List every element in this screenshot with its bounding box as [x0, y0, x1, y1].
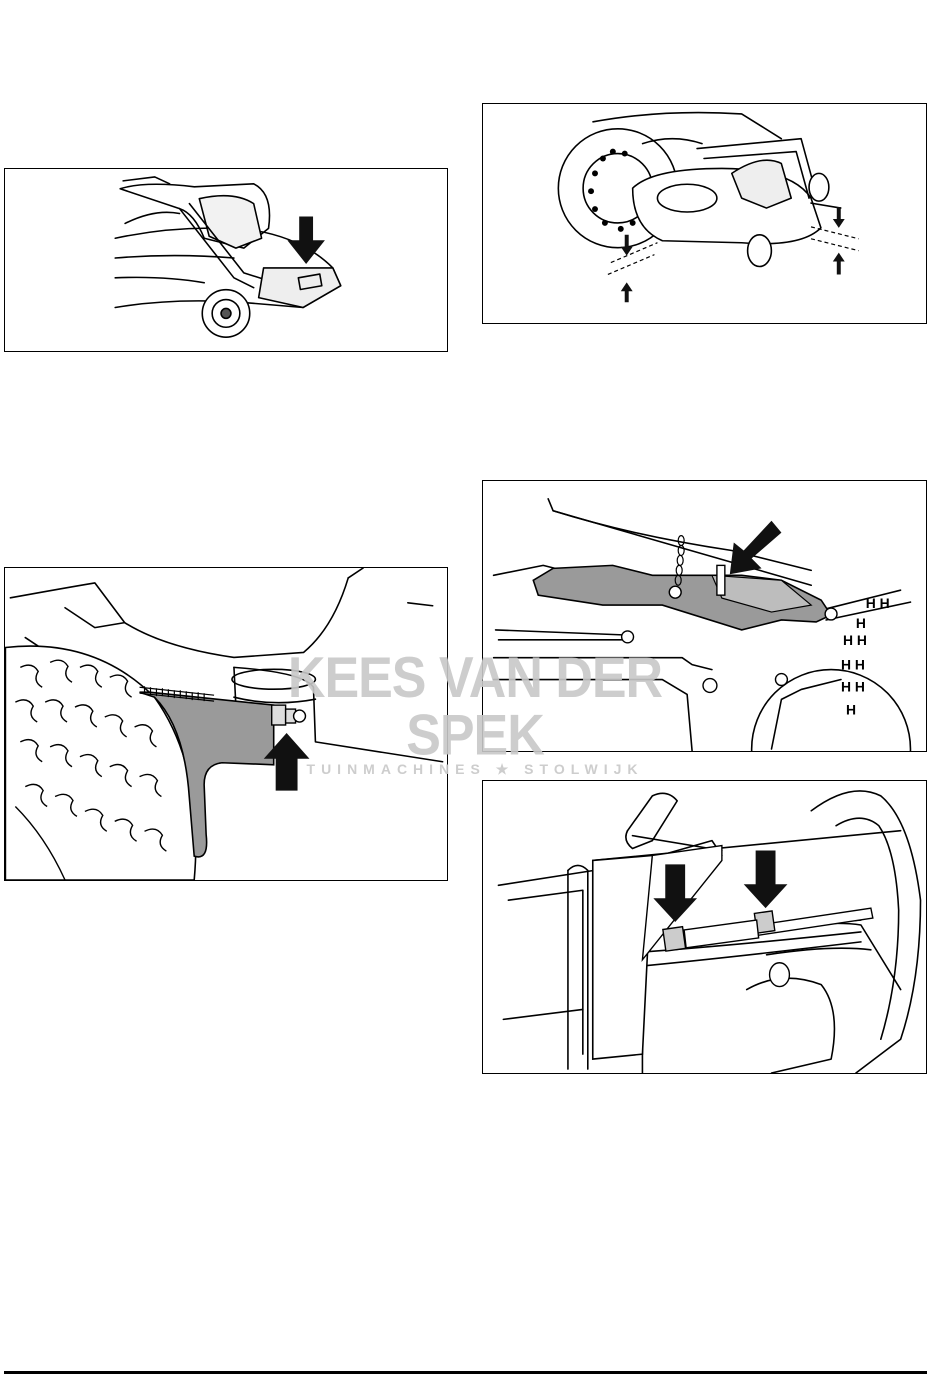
arrow-down-icon: [833, 207, 845, 228]
arrow-down-icon: [744, 851, 788, 909]
svg-text:H H: H H: [841, 657, 865, 673]
arrow-up-icon: [621, 282, 633, 302]
chain-bolt-illustration: H H H H H H H H H H: [483, 481, 926, 751]
figure-deck-height-check: [482, 103, 927, 324]
figure-rod-nuts: [482, 780, 927, 1074]
svg-text:H H: H H: [841, 678, 865, 694]
svg-text:H: H: [856, 615, 866, 631]
arrow-up-icon: [833, 253, 845, 275]
deck-height-illustration: [483, 104, 926, 323]
figure-chain-bolt: H H H H H H H H H H: [482, 480, 927, 752]
rod-nuts-illustration: [483, 781, 926, 1073]
arrow-down-left-icon: [730, 521, 782, 575]
front-wheel: [202, 290, 249, 337]
arrow-down-icon: [621, 235, 633, 256]
rear-tire: [5, 646, 195, 880]
svg-text:H H: H H: [866, 595, 890, 611]
figure-wheel-bracket-nut: [4, 567, 448, 881]
svg-text:H H: H H: [843, 632, 867, 648]
footer-rule: [4, 1371, 927, 1374]
svg-text:H: H: [846, 701, 856, 717]
wheel-bracket-illustration: [5, 568, 447, 880]
figure-deck-pedal: [4, 168, 448, 352]
deck-pedal-illustration: [5, 169, 447, 351]
